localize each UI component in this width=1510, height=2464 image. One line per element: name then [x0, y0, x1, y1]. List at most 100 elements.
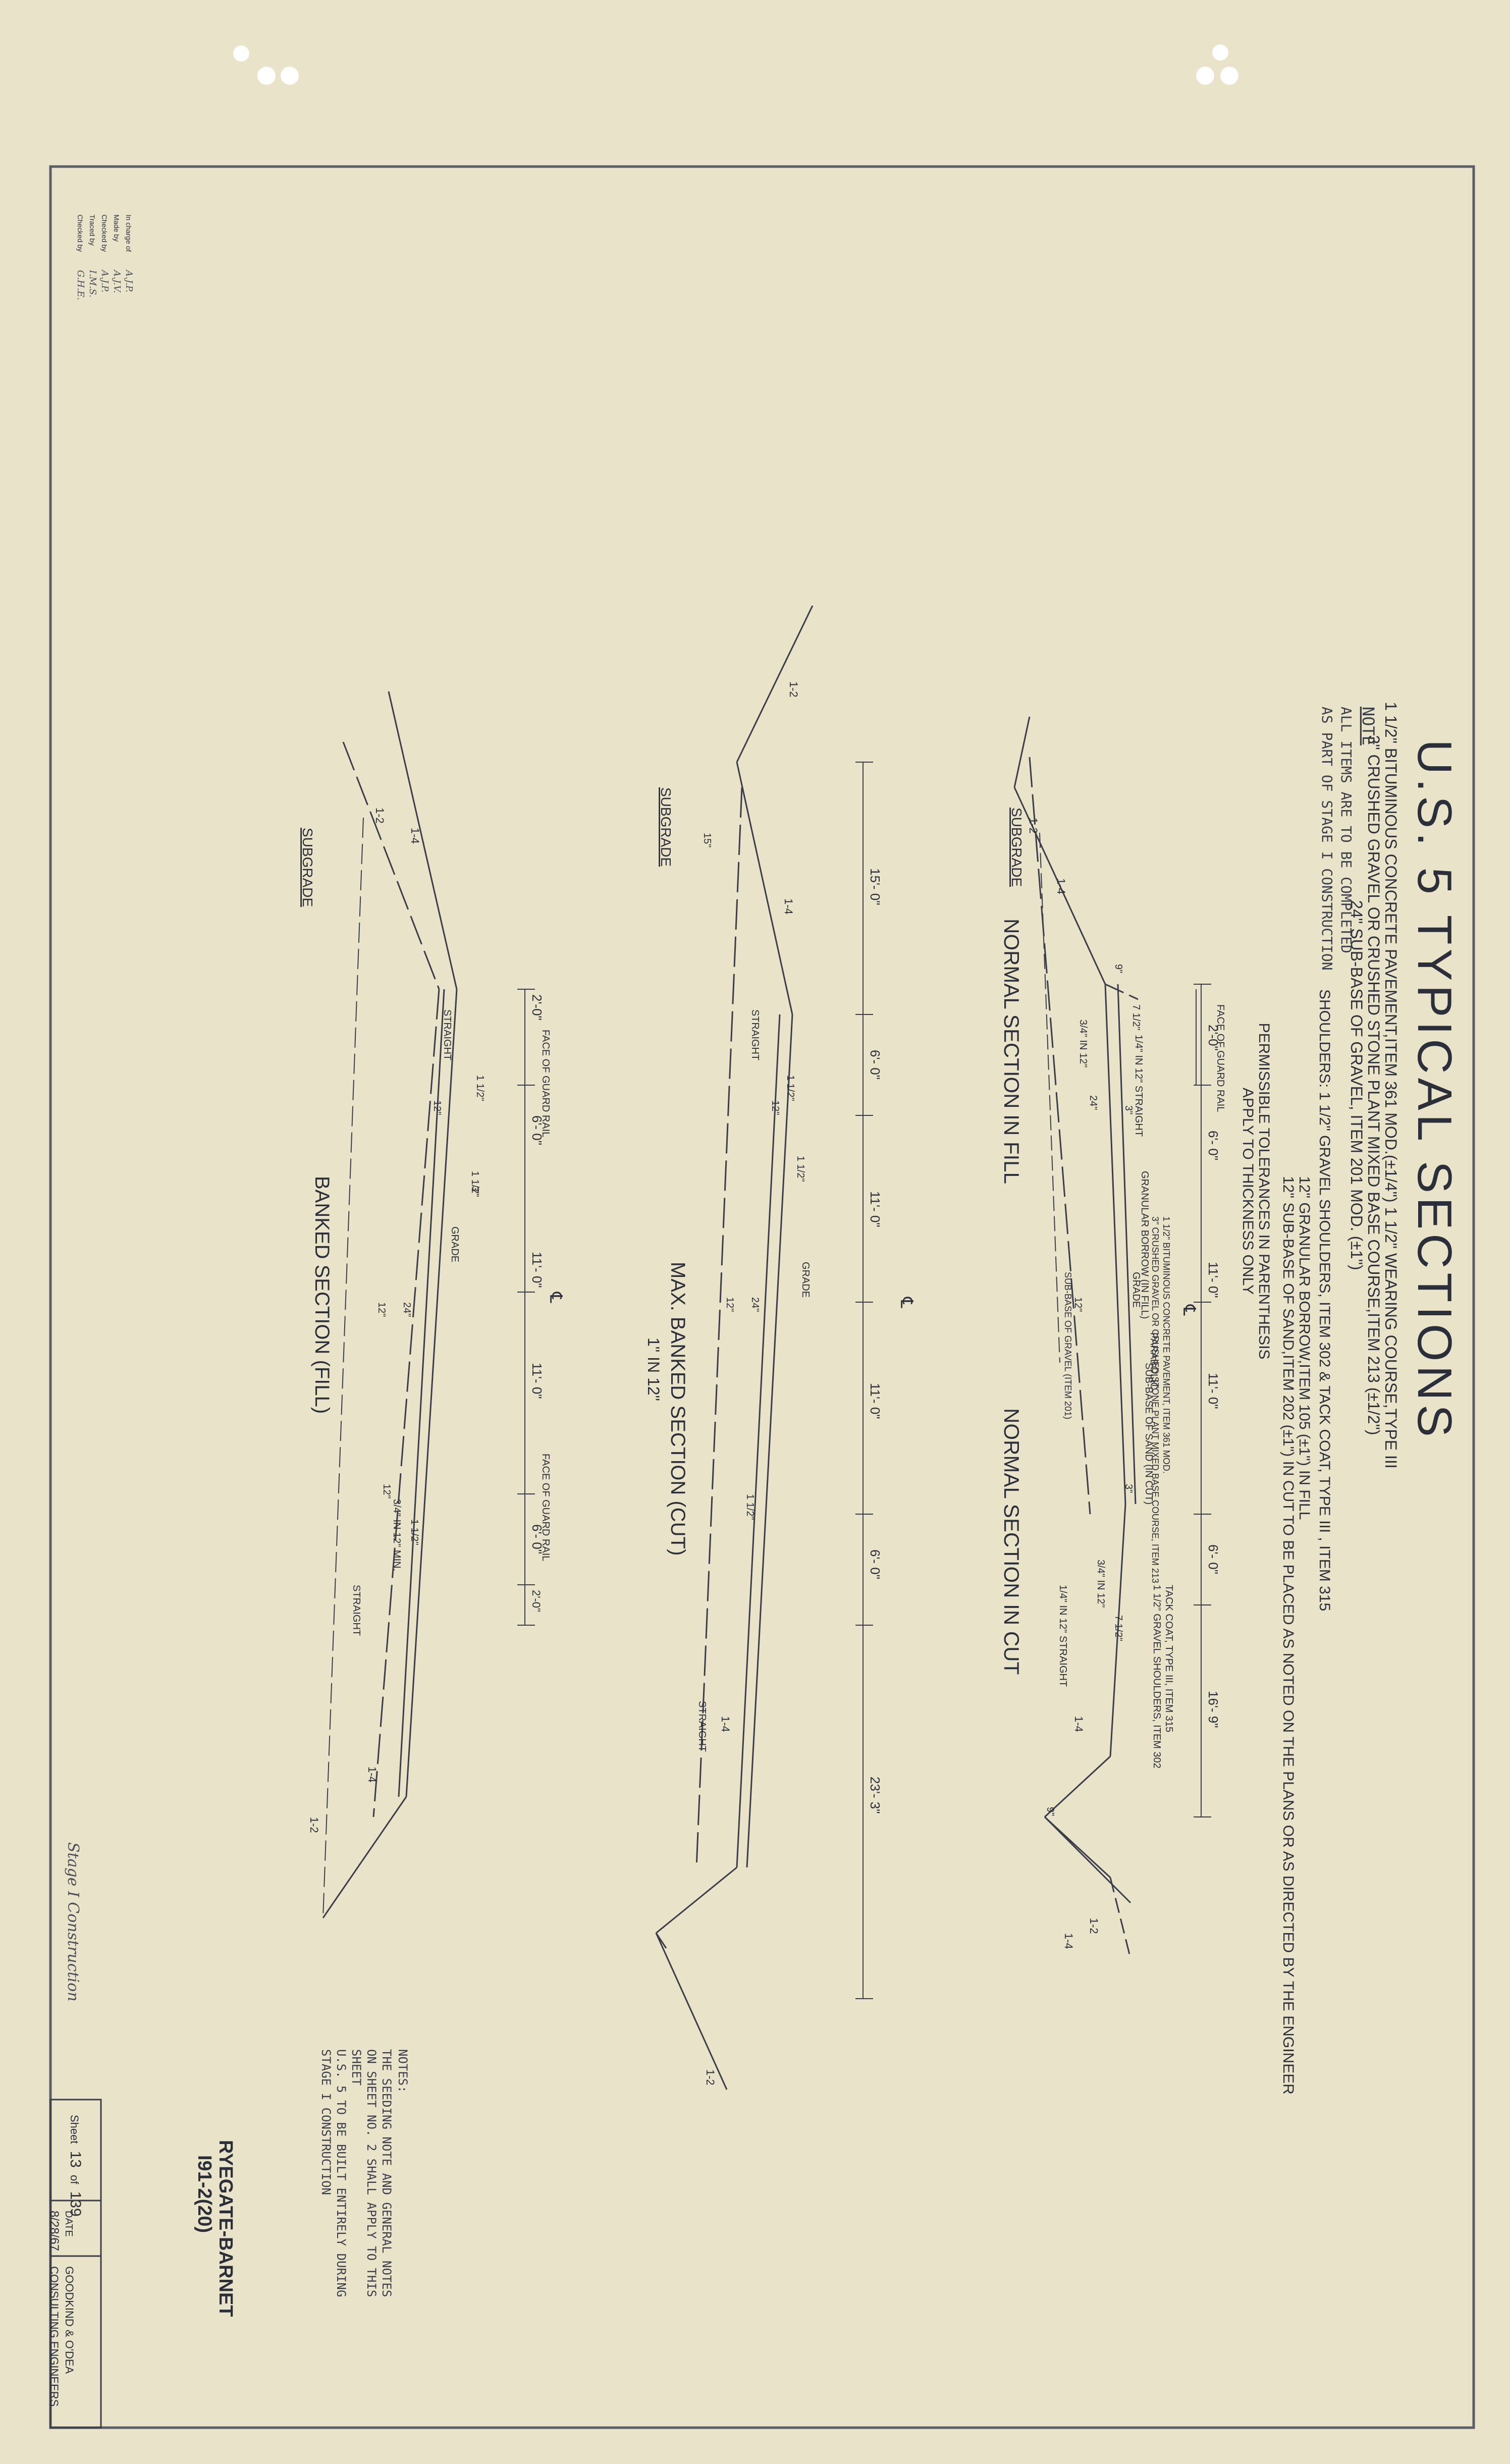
- max-banked-section-drawing: [655, 605, 873, 2090]
- thickness-label: 24": [401, 1302, 412, 1317]
- thickness-label: 15": [702, 833, 713, 847]
- thickness-label: 24": [749, 1297, 761, 1312]
- signoff-initials: A.J.P.: [99, 269, 110, 292]
- thickness-label: 1 1/2": [474, 1075, 486, 1101]
- thickness-label: 3": [1123, 1105, 1134, 1114]
- notes-heading: NOTES:: [396, 2049, 410, 2093]
- date-value: 8/28/67: [47, 2211, 61, 2251]
- thickness-label: 1 1/2": [744, 1494, 756, 1520]
- thickness-label: 7 1/2": [1113, 1615, 1124, 1641]
- crushed-gravel-label: 3" CRUSHED GRAVEL OR CRUSHED STONE PLANT…: [1150, 1216, 1160, 1583]
- thickness-label: 9": [1045, 1807, 1056, 1816]
- signoff-role: Checked by: [100, 215, 109, 252]
- dim-11-0: 11'- 0": [1206, 1373, 1221, 1409]
- note-heading: NOTE: [1359, 707, 1378, 745]
- slope-ratio: 1-4: [1072, 1716, 1085, 1732]
- granular-borrow-label: GRANULAR BORROW (IN FILL): [1139, 1171, 1150, 1319]
- date-label: DATE: [63, 2211, 74, 2237]
- gravel-shoulders-label: 1 1/2" GRAVEL SHOULDERS, ITEM 302: [1151, 1585, 1162, 1769]
- sheet-total: 139: [67, 2191, 84, 2217]
- thickness-label: 12": [381, 1484, 392, 1498]
- tolerance-line: APPLY TO THICKNESS ONLY: [1239, 1088, 1256, 1295]
- notes-line: THE SEEDING NOTE AND GENERAL NOTES: [380, 2049, 394, 2297]
- dim-16-9: 16'- 9": [1206, 1691, 1221, 1728]
- slope-label: 3/4" IN 12" MIN.: [391, 1499, 402, 1571]
- slope-label: 1/4" IN 12" STRAIGHT: [1133, 1035, 1144, 1137]
- straight-label: STRAIGHT: [351, 1585, 362, 1636]
- thickness-label: 12": [770, 1100, 781, 1115]
- grade-label: GRADE: [800, 1262, 811, 1298]
- stage-label: Stage I Construction: [64, 1842, 82, 2002]
- signoff-role: Made by: [113, 215, 121, 242]
- note-line: ALL ITEMS ARE TO BE COMPLETED: [1338, 707, 1355, 953]
- note-line: AS PART OF STAGE I CONSTRUCTION: [1319, 707, 1335, 971]
- thickness-label: 12": [724, 1297, 735, 1312]
- straight-label: STRAIGHT: [442, 1009, 453, 1060]
- section-title-normal-cut: NORMAL SECTION IN CUT: [1000, 1408, 1023, 1675]
- slope-ratio: 1-2: [373, 808, 386, 824]
- dim-23-3: 23'- 3": [868, 1777, 883, 1813]
- normal-section-drawing: [1013, 716, 1211, 1959]
- granular-line: 12" GRANULAR BORROW,ITEM 105 (±1") IN FI…: [1296, 1176, 1313, 1520]
- dim-6-0: 6'- 0": [529, 1115, 545, 1145]
- slope-ratio: 1-4: [1055, 878, 1067, 894]
- straight-label: STRAIGHT: [749, 1009, 761, 1060]
- centerline-mark: ℄: [1179, 1304, 1199, 1316]
- subgrade-label: SUBGRADE: [658, 787, 674, 867]
- slope-label: 3/4" IN 12": [1077, 1020, 1089, 1067]
- thickness-label: 7 1/2": [1130, 1004, 1142, 1031]
- dim-6-0: 6'- 0": [1206, 1131, 1221, 1160]
- signoff-role: In charge of: [125, 215, 133, 252]
- thickness-label: 12": [1072, 1297, 1084, 1312]
- slope-ratio: 1-4: [409, 828, 421, 844]
- thickness-label: 1 1/2": [795, 1156, 806, 1182]
- notes-line: STAGE I CONSTRUCTION: [319, 2049, 333, 2195]
- thickness-label: 9": [1113, 964, 1124, 973]
- face-guard-rail-label: FACE OF GUARD RAIL: [540, 1030, 551, 1137]
- subgrade-label: SUBGRADE: [300, 828, 315, 907]
- section-title-banked-fill: BANKED SECTION (FILL): [311, 1176, 333, 1414]
- sheet-label: Sheet 13 of 139: [67, 2115, 84, 2217]
- slope-ratio: 1-4: [366, 1766, 379, 1783]
- firm-line: CONSULTING ENGINEERS: [48, 2266, 61, 2406]
- signoff-initials: A.J.V.: [112, 269, 122, 293]
- thickness-label: 24": [1088, 1095, 1099, 1110]
- centerline-mark: ℄: [546, 1292, 565, 1303]
- thickness-label: 1 1/2": [409, 1519, 420, 1545]
- slope-ratio: 1-4: [719, 1716, 732, 1732]
- sheet-label-text: Sheet: [68, 2115, 81, 2144]
- dim-11-0: 11'- 0": [868, 1383, 883, 1419]
- thickness-label: 3": [469, 1186, 480, 1195]
- slope-ratio: 1-2: [308, 1817, 320, 1833]
- slope-ratio: 1-4: [782, 898, 795, 915]
- parabolic-label: PARABOLIC: [1148, 1332, 1159, 1389]
- project-number: I91-2(20): [194, 2155, 215, 2233]
- shoulders-line: SHOULDERS: 1 1/2" GRAVEL SHOULDERS, ITEM…: [1316, 989, 1333, 1611]
- grade-label: GRADE: [1130, 1272, 1142, 1308]
- signoff-role: Checked by: [76, 215, 84, 252]
- sheet-number: 13: [67, 2151, 84, 2168]
- thickness-label: 1 1/2": [785, 1075, 796, 1101]
- spec-line: 24" SUB-BASE OF GRAVEL, ITEM 201 MOD. (±…: [1347, 900, 1366, 1270]
- project-name: RYEGATE-BARNET: [215, 2140, 236, 2317]
- dim-6-0: 6'- 0": [868, 1549, 883, 1579]
- dim-11-0: 11'- 0": [529, 1363, 545, 1399]
- punch-holes: [233, 44, 1238, 85]
- section-title-max-banked: MAX. BANKED SECTION (CUT): [667, 1262, 689, 1556]
- granular-line: 12" SUB-BASE OF SAND,ITEM 202 (±1") IN C…: [1280, 1176, 1297, 2095]
- of-label: of: [68, 2175, 81, 2184]
- thickness-label: 1 1/2": [469, 1171, 480, 1197]
- notes-line: U.S. 5 TO BE BUILT ENTIRELY DURING: [334, 2049, 348, 2297]
- signoff-initials: A.J.P.: [124, 269, 134, 292]
- dim-2-0: 2'-0": [1206, 1025, 1221, 1051]
- face-guard-rail-label: FACE OF GUARD RAIL: [540, 1454, 551, 1561]
- centerline-mark: ℄: [897, 1297, 916, 1308]
- dim-11-0: 11'- 0": [1206, 1262, 1221, 1298]
- firm-line: GOODKIND & O'DEA: [63, 2266, 76, 2374]
- dim-15-0: 15'- 0": [868, 868, 883, 905]
- tack-coat-label: TACK COAT, TYPE III, ITEM 315: [1163, 1585, 1174, 1732]
- face-guard-rail-label: FACE OF GUARD RAIL: [1215, 1004, 1226, 1112]
- thickness-label: 12": [432, 1100, 443, 1115]
- sheet-border: [49, 165, 1475, 2429]
